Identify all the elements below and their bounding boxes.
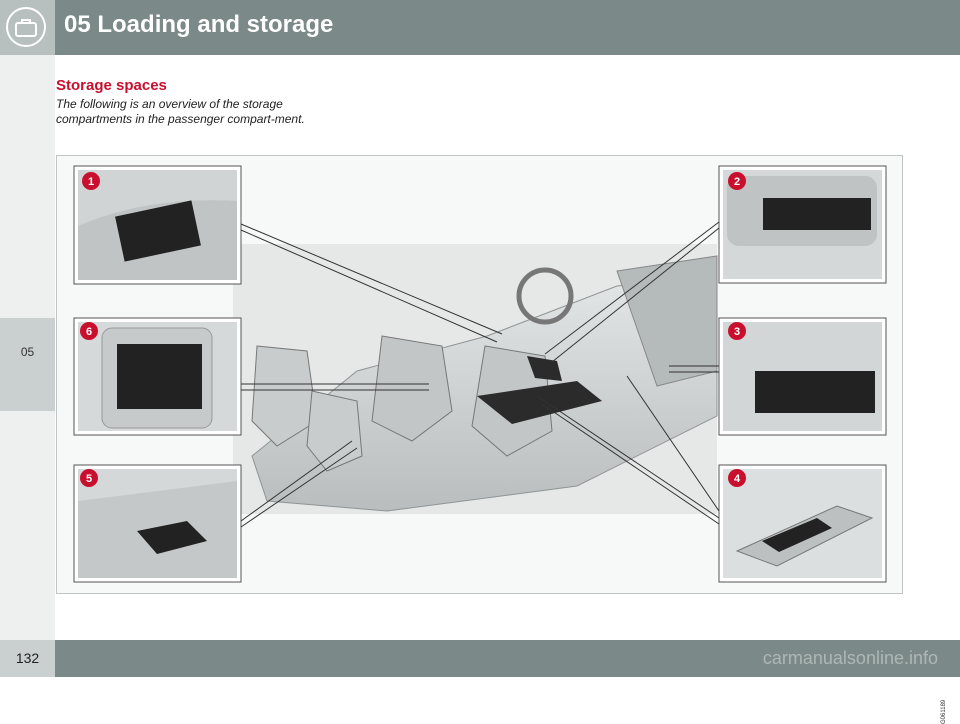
page-footer (0, 640, 960, 677)
section-title: Storage spaces (56, 77, 167, 94)
steering-wheel (516, 267, 574, 325)
page-number: 132 (15, 650, 40, 666)
chapter-header (0, 0, 960, 55)
callout-1: 1 (82, 172, 100, 190)
callout-6-label: 6 (86, 326, 92, 338)
front-seat-left (371, 335, 453, 442)
armrest-console (477, 381, 602, 424)
callout-4-label: 4 (734, 473, 741, 485)
dashboard (616, 255, 718, 387)
chapter-icon-box (0, 0, 55, 55)
rear-seat-left (251, 345, 318, 447)
callout-3-label: 3 (734, 326, 740, 338)
callout-3: 3 (728, 322, 746, 340)
intro-text: The following is an overview of the stor… (56, 97, 305, 126)
chapter-tab-label: 05 (20, 345, 35, 359)
callout-2-label: 2 (734, 176, 740, 188)
page-number-box (0, 640, 55, 677)
watermark: carmanualsonline.info (762, 648, 938, 668)
image-code: G061189 (941, 699, 947, 724)
chapter-tab (0, 318, 55, 411)
callout-5: 5 (80, 469, 98, 487)
storage-illustration: 1 6 5 2 3 4 G061189 (56, 155, 947, 724)
leader-lines (240, 221, 720, 528)
rear-seat-right (306, 390, 363, 472)
suitcase-icon (6, 7, 46, 47)
glovebox-area (527, 356, 562, 381)
callout-2: 2 (728, 172, 746, 190)
callout-4: 4 (728, 469, 746, 487)
interior-drawing: 1 6 5 2 3 4 (73, 165, 887, 583)
callout-6: 6 (80, 322, 98, 340)
callout-1-label: 1 (88, 176, 94, 188)
chapter-title: 05 Loading and storage (64, 11, 334, 38)
callout-5-label: 5 (86, 473, 92, 485)
